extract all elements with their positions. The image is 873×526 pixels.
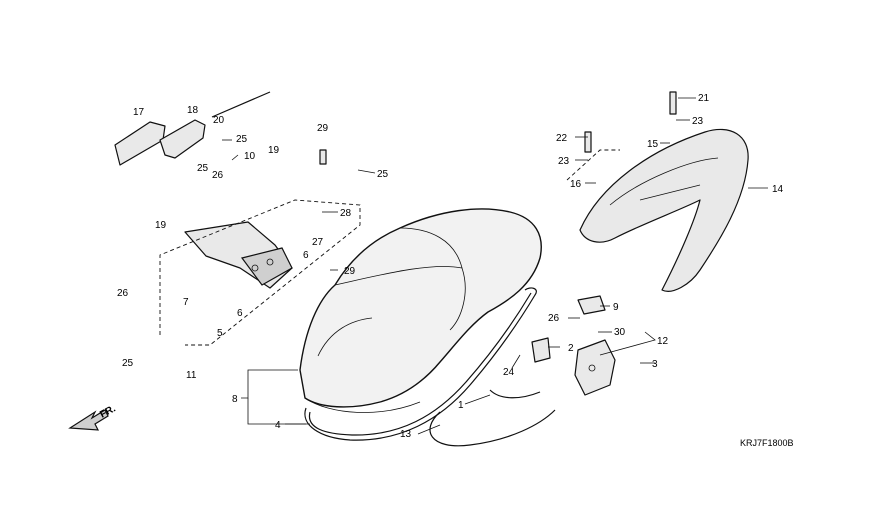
seat-lock bbox=[574, 339, 616, 396]
callout-19b: 19 bbox=[155, 220, 167, 231]
callout-27: 27 bbox=[312, 237, 324, 248]
rear-carrier bbox=[579, 128, 749, 292]
callout-29a: 29 bbox=[317, 123, 329, 134]
latch-part-2 bbox=[531, 337, 551, 363]
callout-2: 2 bbox=[568, 343, 574, 354]
callout-11: 11 bbox=[186, 370, 197, 381]
callout-12: 12 bbox=[657, 336, 669, 347]
cable-1 bbox=[489, 389, 541, 399]
seat-seal bbox=[304, 287, 537, 441]
callout-18: 18 bbox=[187, 105, 199, 116]
diagram-code: KRJ7F1800B bbox=[740, 438, 794, 448]
callout-16: 16 bbox=[570, 179, 582, 190]
bracket-part-9 bbox=[577, 295, 606, 315]
callout-30: 30 bbox=[614, 327, 626, 338]
callout-24: 24 bbox=[503, 367, 515, 378]
cover-part-18 bbox=[159, 119, 206, 159]
direction-label: FR. bbox=[98, 403, 118, 420]
callout-28: 28 bbox=[340, 208, 352, 219]
callout-6b: 6 bbox=[303, 250, 309, 261]
leader-lines bbox=[222, 97, 768, 435]
callout-9: 9 bbox=[613, 302, 619, 313]
callout-23b: 23 bbox=[558, 156, 570, 167]
cable-13 bbox=[429, 409, 556, 447]
cover-part-17 bbox=[114, 121, 166, 166]
seat-assembly bbox=[299, 208, 542, 413]
callout-21: 21 bbox=[698, 93, 710, 104]
callout-25c: 25 bbox=[377, 169, 389, 180]
callout-26c: 26 bbox=[548, 313, 560, 324]
callout-14: 14 bbox=[772, 184, 784, 195]
callout-4: 4 bbox=[275, 420, 281, 431]
callout-25b: 25 bbox=[197, 163, 209, 174]
callout-22: 22 bbox=[556, 133, 568, 144]
callout-25d: 25 bbox=[122, 358, 134, 369]
callout-26b: 26 bbox=[117, 288, 129, 299]
callout-15: 15 bbox=[647, 139, 659, 150]
callout-26a: 26 bbox=[212, 170, 224, 181]
callout-7: 7 bbox=[183, 297, 189, 308]
callout-13: 13 bbox=[400, 429, 412, 440]
callout-5: 5 bbox=[217, 328, 223, 339]
seat-hinge-bracket bbox=[184, 221, 293, 289]
callout-1: 1 bbox=[458, 400, 464, 411]
callout-10: 10 bbox=[244, 151, 256, 162]
rod-20 bbox=[211, 91, 271, 118]
callout-3: 3 bbox=[652, 359, 658, 370]
callout-29b: 29 bbox=[344, 266, 356, 277]
callout-labels: 1 2 3 4 5 6 6 7 8 9 10 11 12 13 14 15 16… bbox=[117, 93, 784, 440]
bolt-22 bbox=[584, 131, 592, 153]
callout-19a: 19 bbox=[268, 145, 280, 156]
callout-20: 20 bbox=[213, 115, 225, 126]
callout-6a: 6 bbox=[237, 308, 243, 319]
bolt-21 bbox=[669, 91, 677, 115]
front-direction-arrow: FR. bbox=[68, 403, 118, 431]
callout-25a: 25 bbox=[236, 134, 248, 145]
bolt-29 bbox=[319, 149, 327, 165]
callout-8: 8 bbox=[232, 394, 238, 405]
callout-23a: 23 bbox=[692, 116, 704, 127]
callout-17: 17 bbox=[133, 107, 145, 118]
